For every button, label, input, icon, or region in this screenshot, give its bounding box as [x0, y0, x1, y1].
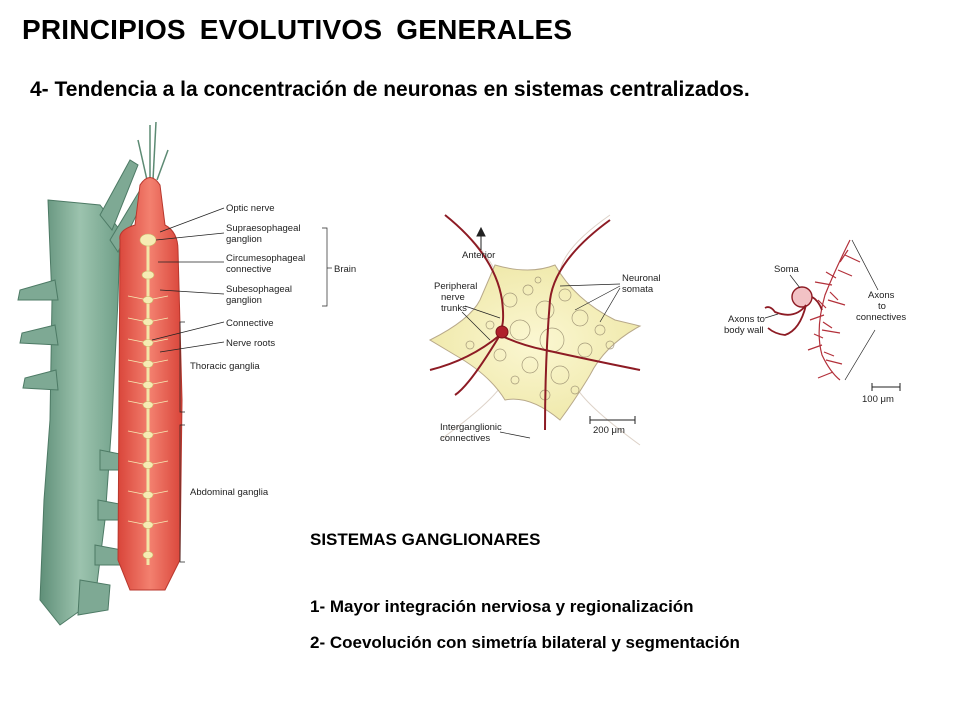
label-neuronal-1: Neuronal	[622, 273, 661, 284]
neuron-cell-body	[495, 325, 509, 339]
peripheral-axons	[429, 214, 641, 431]
label-thoracic-ganglia: Thoracic ganglia	[190, 361, 260, 372]
label-optic-nerve: Optic nerve	[226, 203, 275, 214]
dendritic-arbor	[807, 239, 861, 381]
label-circumesophageal-1: Circumesophageal	[226, 253, 305, 264]
label-supraesophageal-2: ganglion	[226, 234, 262, 245]
nerve-roots	[127, 295, 169, 526]
axons-to-body-wall	[764, 296, 823, 336]
label-circumesophageal-2: connective	[226, 264, 271, 275]
label-axons-conn-3: connectives	[856, 312, 906, 323]
slide-title: PRINCIPIOS EVOLUTIVOS GENERALES	[22, 14, 573, 45]
scale-bar-100	[871, 383, 901, 391]
label-peripheral-2: nerve	[441, 292, 465, 303]
anterior-arrow	[476, 226, 486, 250]
ganglion-section-figure: Anterior Peripheral nerve trunks Neurona…	[428, 214, 661, 446]
scale-bar-200	[589, 416, 636, 424]
slide-subtitle: 4- Tendencia a la concentración de neuro…	[30, 78, 750, 101]
antennae	[137, 121, 169, 181]
label-subesophageal-2: ganglion	[226, 295, 262, 306]
neuron-figure: Soma Axons to body wall Axons to connect…	[724, 239, 906, 405]
label-axons-conn-2: to	[878, 301, 886, 312]
label-subesophageal-1: Subesophageal	[226, 284, 292, 295]
label-abdominal-ganglia: Abdominal ganglia	[190, 487, 269, 498]
point-1: 1- Mayor integración nerviosa y regional…	[310, 597, 694, 616]
section-title: SISTEMAS GANGLIONARES	[310, 530, 541, 549]
label-anterior: Anterior	[462, 250, 495, 261]
label-axons-conn-1: Axons	[868, 290, 895, 301]
label-scale-200: 200 μm	[593, 425, 625, 436]
label-axons-body-2: body wall	[724, 325, 764, 336]
neuron-leader-lines	[764, 239, 879, 381]
label-axons-body-1: Axons to	[728, 314, 765, 325]
label-soma: Soma	[774, 264, 800, 275]
ganglion-leader-lines	[461, 283, 621, 439]
label-connective: Connective	[226, 318, 274, 329]
label-interganglionic-1: Interganglionic	[440, 422, 502, 433]
label-peripheral-3: trunks	[441, 303, 467, 314]
crustacean-nervous-system: Optic nerve Supraesophageal ganglion Cir…	[17, 121, 356, 626]
crustacean-body	[17, 159, 147, 626]
label-interganglionic-2: connectives	[440, 433, 490, 444]
label-scale-100: 100 μm	[862, 394, 894, 405]
soma-circle	[791, 286, 813, 308]
ganglion-body	[428, 264, 642, 421]
label-nerve-roots: Nerve roots	[226, 338, 275, 349]
crustacean-leader-lines	[151, 207, 332, 563]
label-neuronal-2: somata	[622, 284, 654, 295]
point-2: 2- Coevolución con simetría bilateral y …	[310, 633, 740, 652]
label-peripheral-1: Peripheral	[434, 281, 477, 292]
label-brain: Brain	[334, 264, 356, 275]
label-supraesophageal-1: Supraesophageal	[226, 223, 300, 234]
